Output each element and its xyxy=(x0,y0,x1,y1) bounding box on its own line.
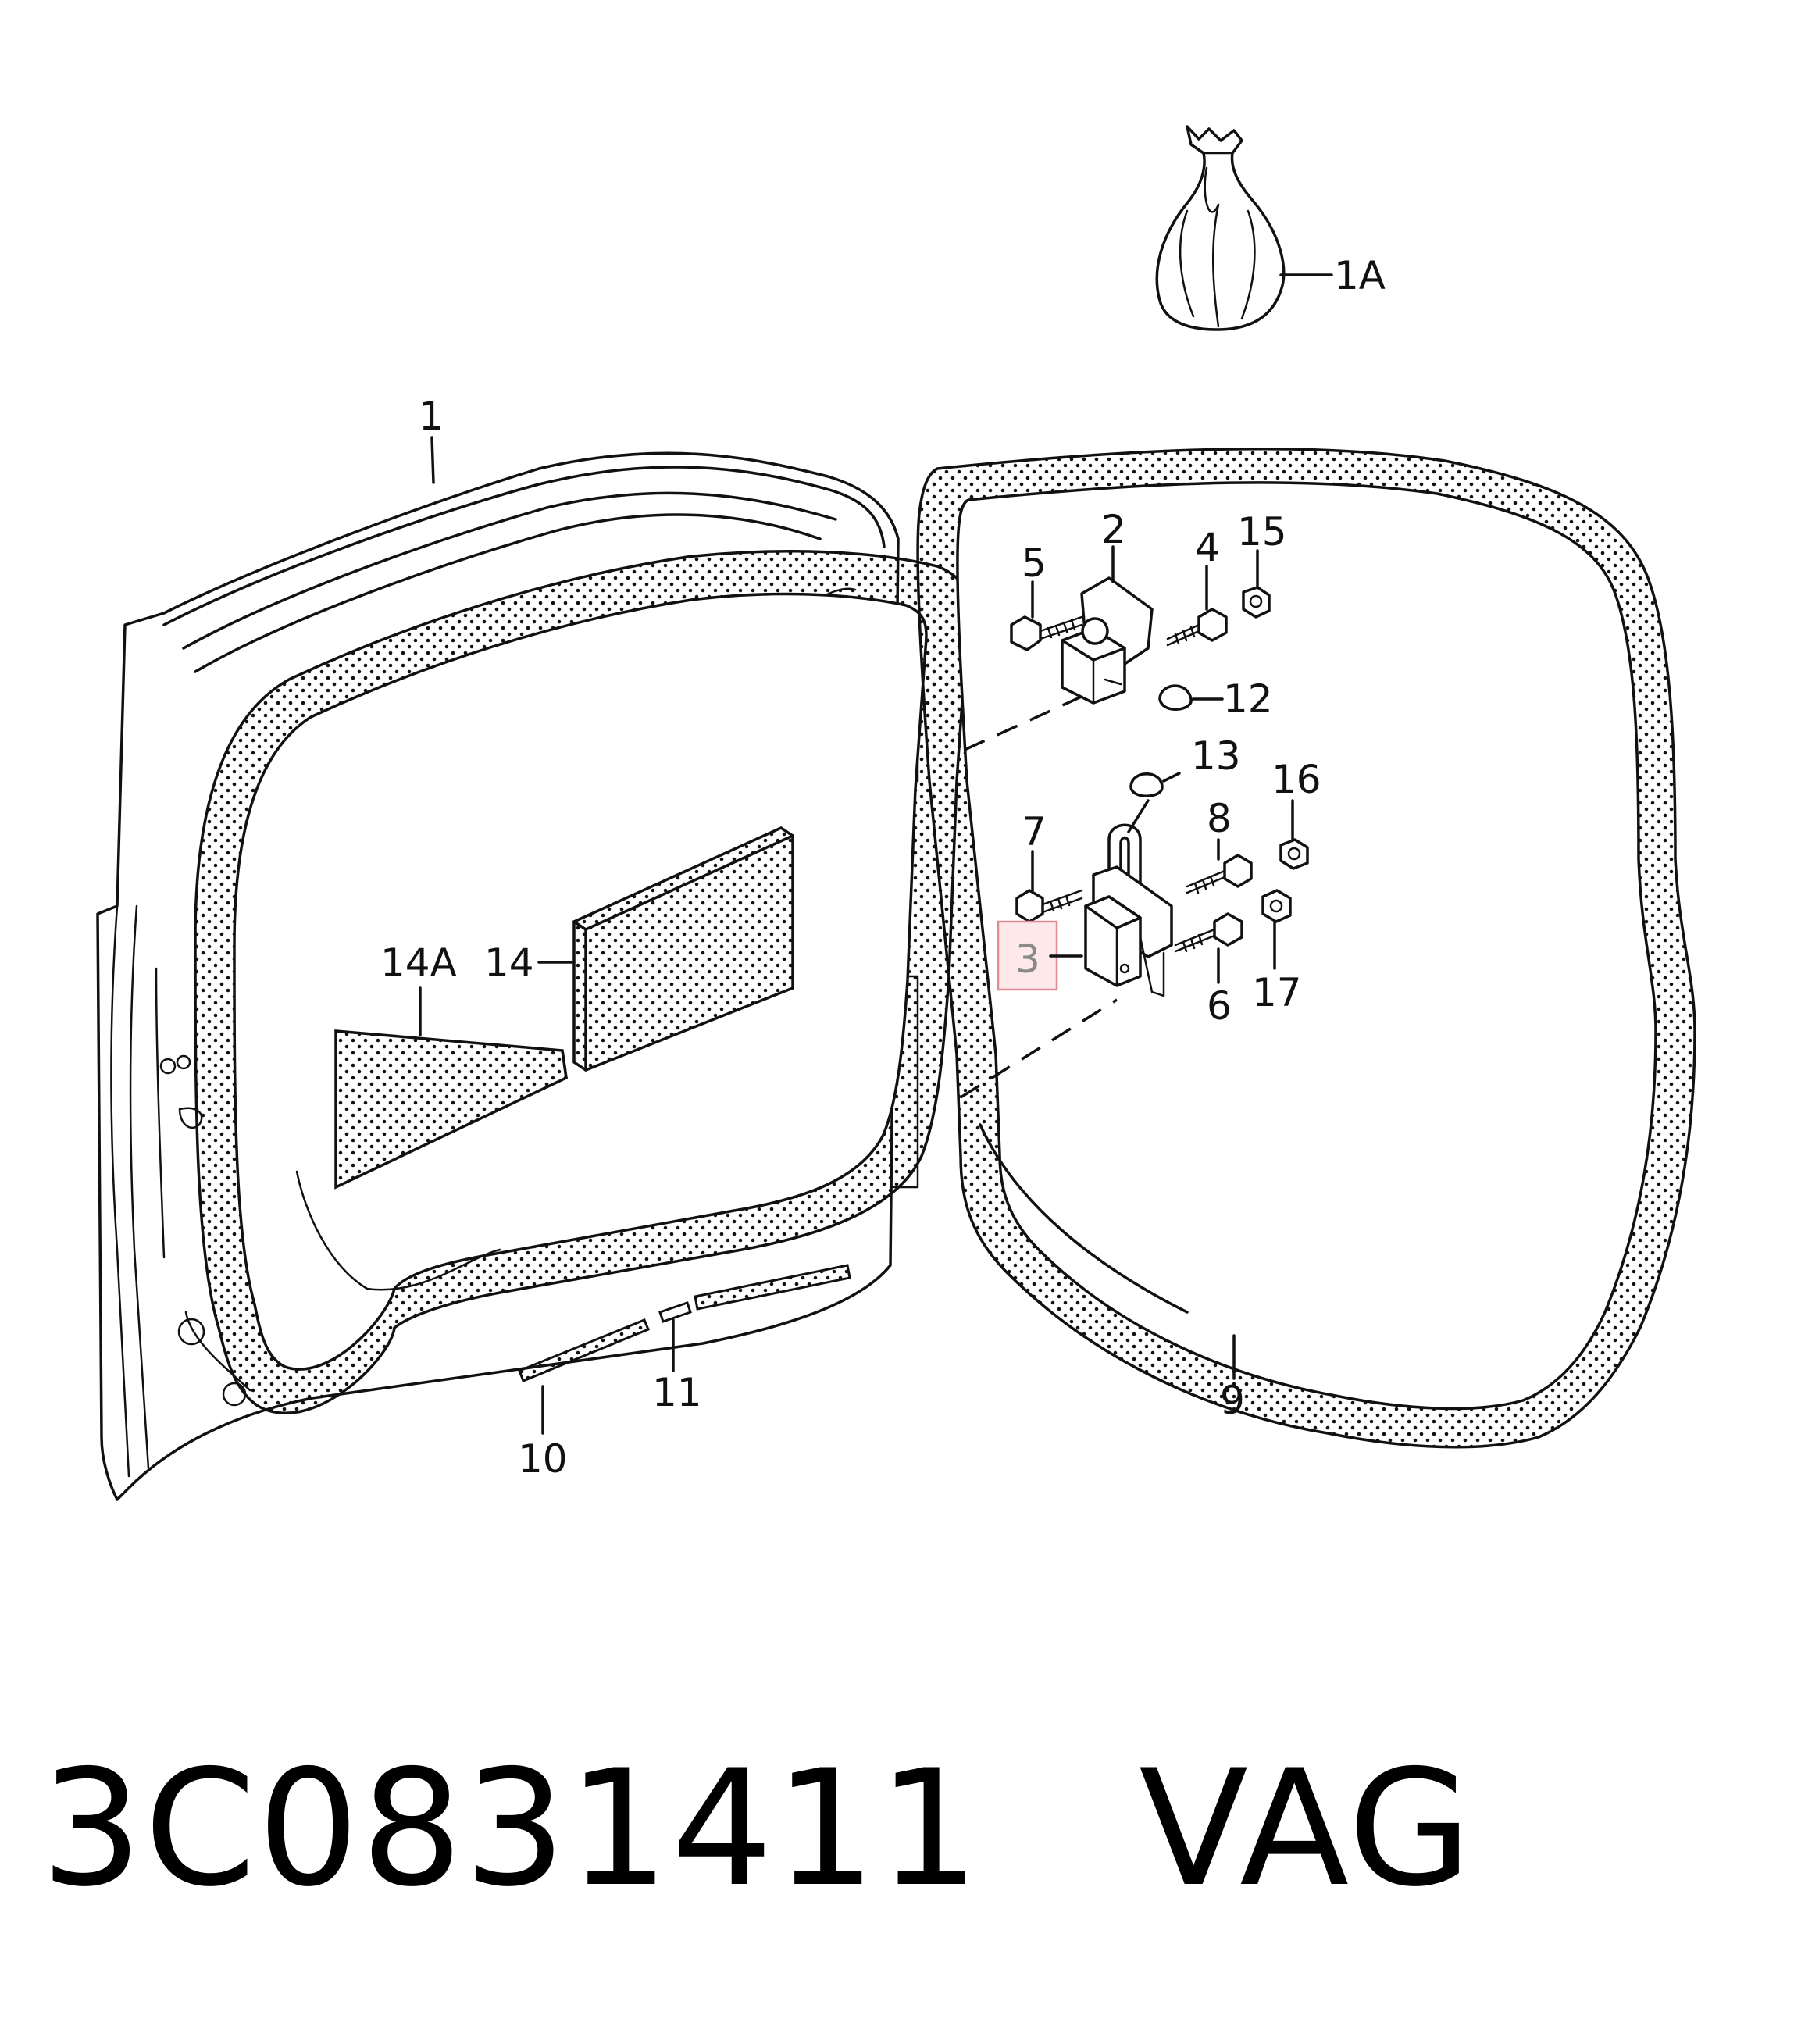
leader-1 xyxy=(430,436,435,484)
bolt-4 xyxy=(1166,608,1228,647)
pad-14A-edge xyxy=(561,1049,568,1079)
leader-13-a xyxy=(1127,799,1150,833)
bolt-5 xyxy=(1010,615,1083,651)
upper-hinge xyxy=(1061,576,1154,705)
callout-2: 2 xyxy=(1101,507,1126,552)
part-number: 3C0831411 xyxy=(41,1736,982,1922)
bolt-8 xyxy=(1186,854,1253,894)
insulation-pad-14 xyxy=(572,826,794,1072)
leader-13-b xyxy=(1162,772,1181,783)
brand-name: VAG xyxy=(1139,1736,1474,1922)
callout-10: 10 xyxy=(518,1436,568,1482)
callout-7: 7 xyxy=(1022,809,1047,854)
callout-1A: 1A xyxy=(1334,253,1386,298)
nut-15 xyxy=(1242,586,1271,619)
callout-12: 12 xyxy=(1223,676,1273,722)
nut-17 xyxy=(1261,889,1292,923)
lower-hinge xyxy=(1084,823,1173,997)
callout-4: 4 xyxy=(1195,525,1220,570)
callout-15: 15 xyxy=(1237,509,1287,555)
nut-16 xyxy=(1279,838,1309,870)
part-caption: 3C0831411 VAG xyxy=(41,1750,1474,1910)
callout-17: 17 xyxy=(1252,970,1302,1015)
bolt-6 xyxy=(1174,912,1243,953)
callout-6: 6 xyxy=(1207,983,1232,1029)
lower-hinge-axis xyxy=(960,998,1118,1099)
grease-bag xyxy=(1155,125,1286,331)
body-seal xyxy=(916,447,1696,1449)
callout-3: 3 xyxy=(1015,936,1040,982)
bolt-7 xyxy=(1015,889,1083,923)
callout-13: 13 xyxy=(1191,733,1241,779)
highlight-box-3 xyxy=(997,920,1058,991)
callout-1: 1 xyxy=(419,394,444,439)
callout-8: 8 xyxy=(1207,796,1232,841)
cap-13 xyxy=(1129,772,1164,797)
callout-11: 11 xyxy=(652,1370,702,1415)
callout-14A: 14A xyxy=(380,940,457,986)
callout-16: 16 xyxy=(1271,757,1321,802)
callout-5: 5 xyxy=(1022,540,1047,586)
cap-12 xyxy=(1158,684,1193,711)
callout-9: 9 xyxy=(1220,1378,1245,1423)
upper-hinge-axis xyxy=(964,690,1094,751)
callout-14: 14 xyxy=(484,940,534,986)
seal-strip-pieces xyxy=(518,1264,851,1382)
